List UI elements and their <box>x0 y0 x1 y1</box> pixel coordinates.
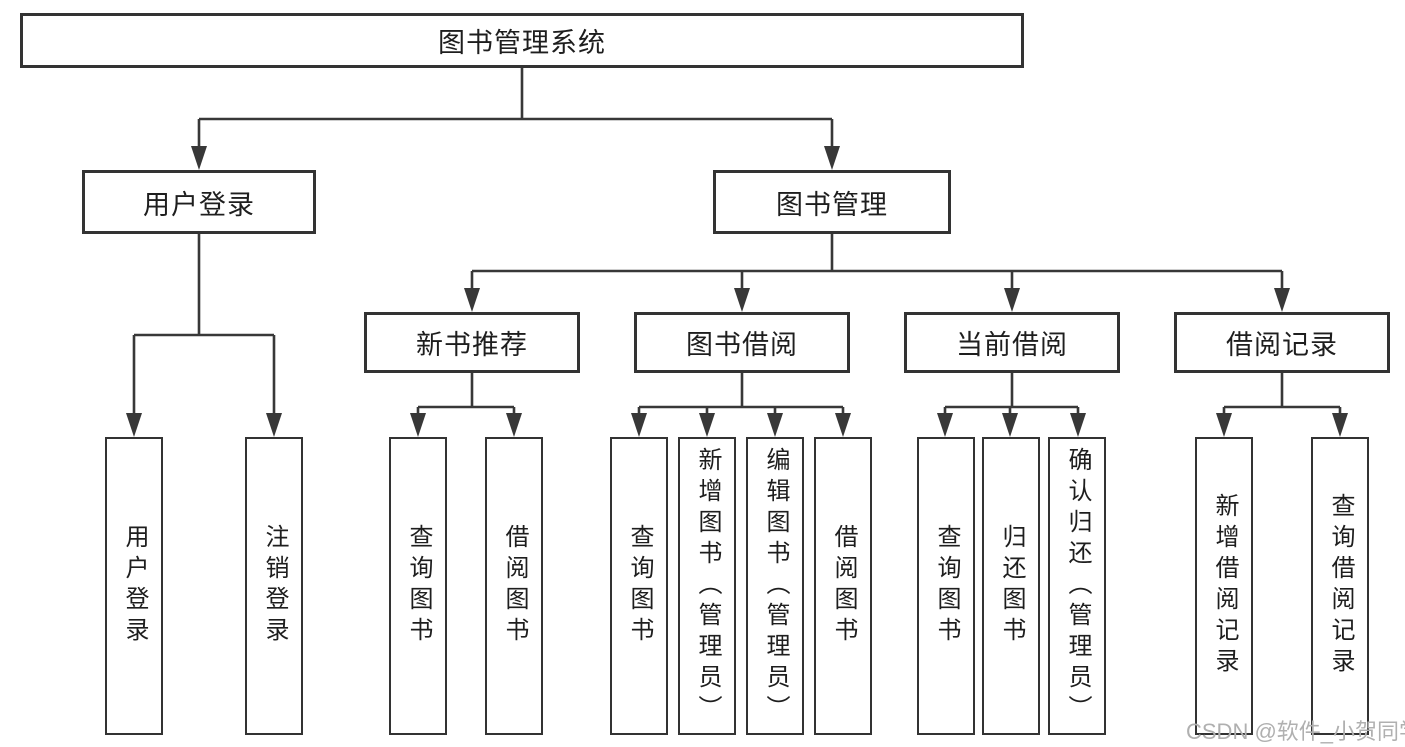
leaf-label: 查询图书 <box>933 524 960 648</box>
node-book-management: 图书管理 <box>713 170 951 234</box>
node-new-book-recommendation: 新书推荐 <box>364 312 580 373</box>
node-current-borrowing: 当前借阅 <box>904 312 1120 373</box>
leaf-label: 查询借阅记录 <box>1327 493 1354 679</box>
arrow-down-icon <box>191 146 207 170</box>
arrow-down-icon <box>631 413 647 437</box>
arrow-down-icon <box>410 413 426 437</box>
arrow-down-icon <box>126 413 142 437</box>
leaf-query-borrow-record: 查询借阅记录 <box>1311 437 1369 735</box>
leaf-add-borrow-record: 新增借阅记录 <box>1195 437 1253 735</box>
arrow-down-icon <box>835 413 851 437</box>
node-book-borrowing: 图书借阅 <box>634 312 850 373</box>
arrow-down-icon <box>1216 413 1232 437</box>
leaf-label: 编辑图书（管理员） <box>762 446 789 726</box>
leaf-label: 新增图书（管理员） <box>694 446 721 726</box>
leaf-confirm-return-admin: 确认归还（管理员） <box>1048 437 1106 735</box>
arrow-down-icon <box>767 413 783 437</box>
csdn-watermark: CSDN @软件_小贺同学 <box>1186 719 1405 744</box>
leaf-label: 查询图书 <box>626 524 653 648</box>
arrow-down-icon <box>824 146 840 170</box>
arrow-down-icon <box>734 288 750 312</box>
leaf-query-books-current: 查询图书 <box>917 437 975 735</box>
leaf-user-login: 用户登录 <box>105 437 163 735</box>
arrow-down-icon <box>266 413 282 437</box>
leaf-edit-books-admin: 编辑图书（管理员） <box>746 437 804 735</box>
leaf-label: 确认归还（管理员） <box>1064 446 1091 726</box>
leaf-add-books-admin: 新增图书（管理员） <box>678 437 736 735</box>
node-label: 图书管理 <box>776 189 888 220</box>
node-borrowing-records: 借阅记录 <box>1174 312 1390 373</box>
leaf-label: 查询图书 <box>405 524 432 648</box>
node-library-management-system: 图书管理系统 <box>20 13 1024 68</box>
arrow-down-icon <box>1332 413 1348 437</box>
leaf-return-books: 归还图书 <box>982 437 1040 735</box>
arrow-down-icon <box>1274 288 1290 312</box>
leaf-label: 归还图书 <box>998 524 1025 648</box>
leaf-label: 新增借阅记录 <box>1211 493 1238 679</box>
node-label: 图书借阅 <box>686 330 798 360</box>
node-label: 借阅记录 <box>1226 330 1338 360</box>
node-label: 用户登录 <box>143 189 255 220</box>
arrow-down-icon <box>699 413 715 437</box>
leaf-logout: 注销登录 <box>245 437 303 735</box>
leaf-borrow-books-recommend: 借阅图书 <box>485 437 543 735</box>
node-label: 图书管理系统 <box>438 28 606 58</box>
leaf-query-books-borrow: 查询图书 <box>610 437 668 735</box>
arrow-down-icon <box>506 413 522 437</box>
arrow-down-icon <box>1004 288 1020 312</box>
leaf-borrow-books: 借阅图书 <box>814 437 872 735</box>
arrow-down-icon <box>464 288 480 312</box>
node-user-login: 用户登录 <box>82 170 316 234</box>
node-label: 当前借阅 <box>956 330 1068 360</box>
leaf-label: 借阅图书 <box>830 524 857 648</box>
leaf-label: 用户登录 <box>121 524 148 648</box>
arrow-down-icon <box>1070 413 1086 437</box>
leaf-label: 借阅图书 <box>501 524 528 648</box>
leaf-label: 注销登录 <box>261 524 288 648</box>
node-label: 新书推荐 <box>416 330 528 360</box>
arrow-down-icon <box>937 413 953 437</box>
arrow-down-icon <box>1002 413 1018 437</box>
leaf-query-books-recommend: 查询图书 <box>389 437 447 735</box>
